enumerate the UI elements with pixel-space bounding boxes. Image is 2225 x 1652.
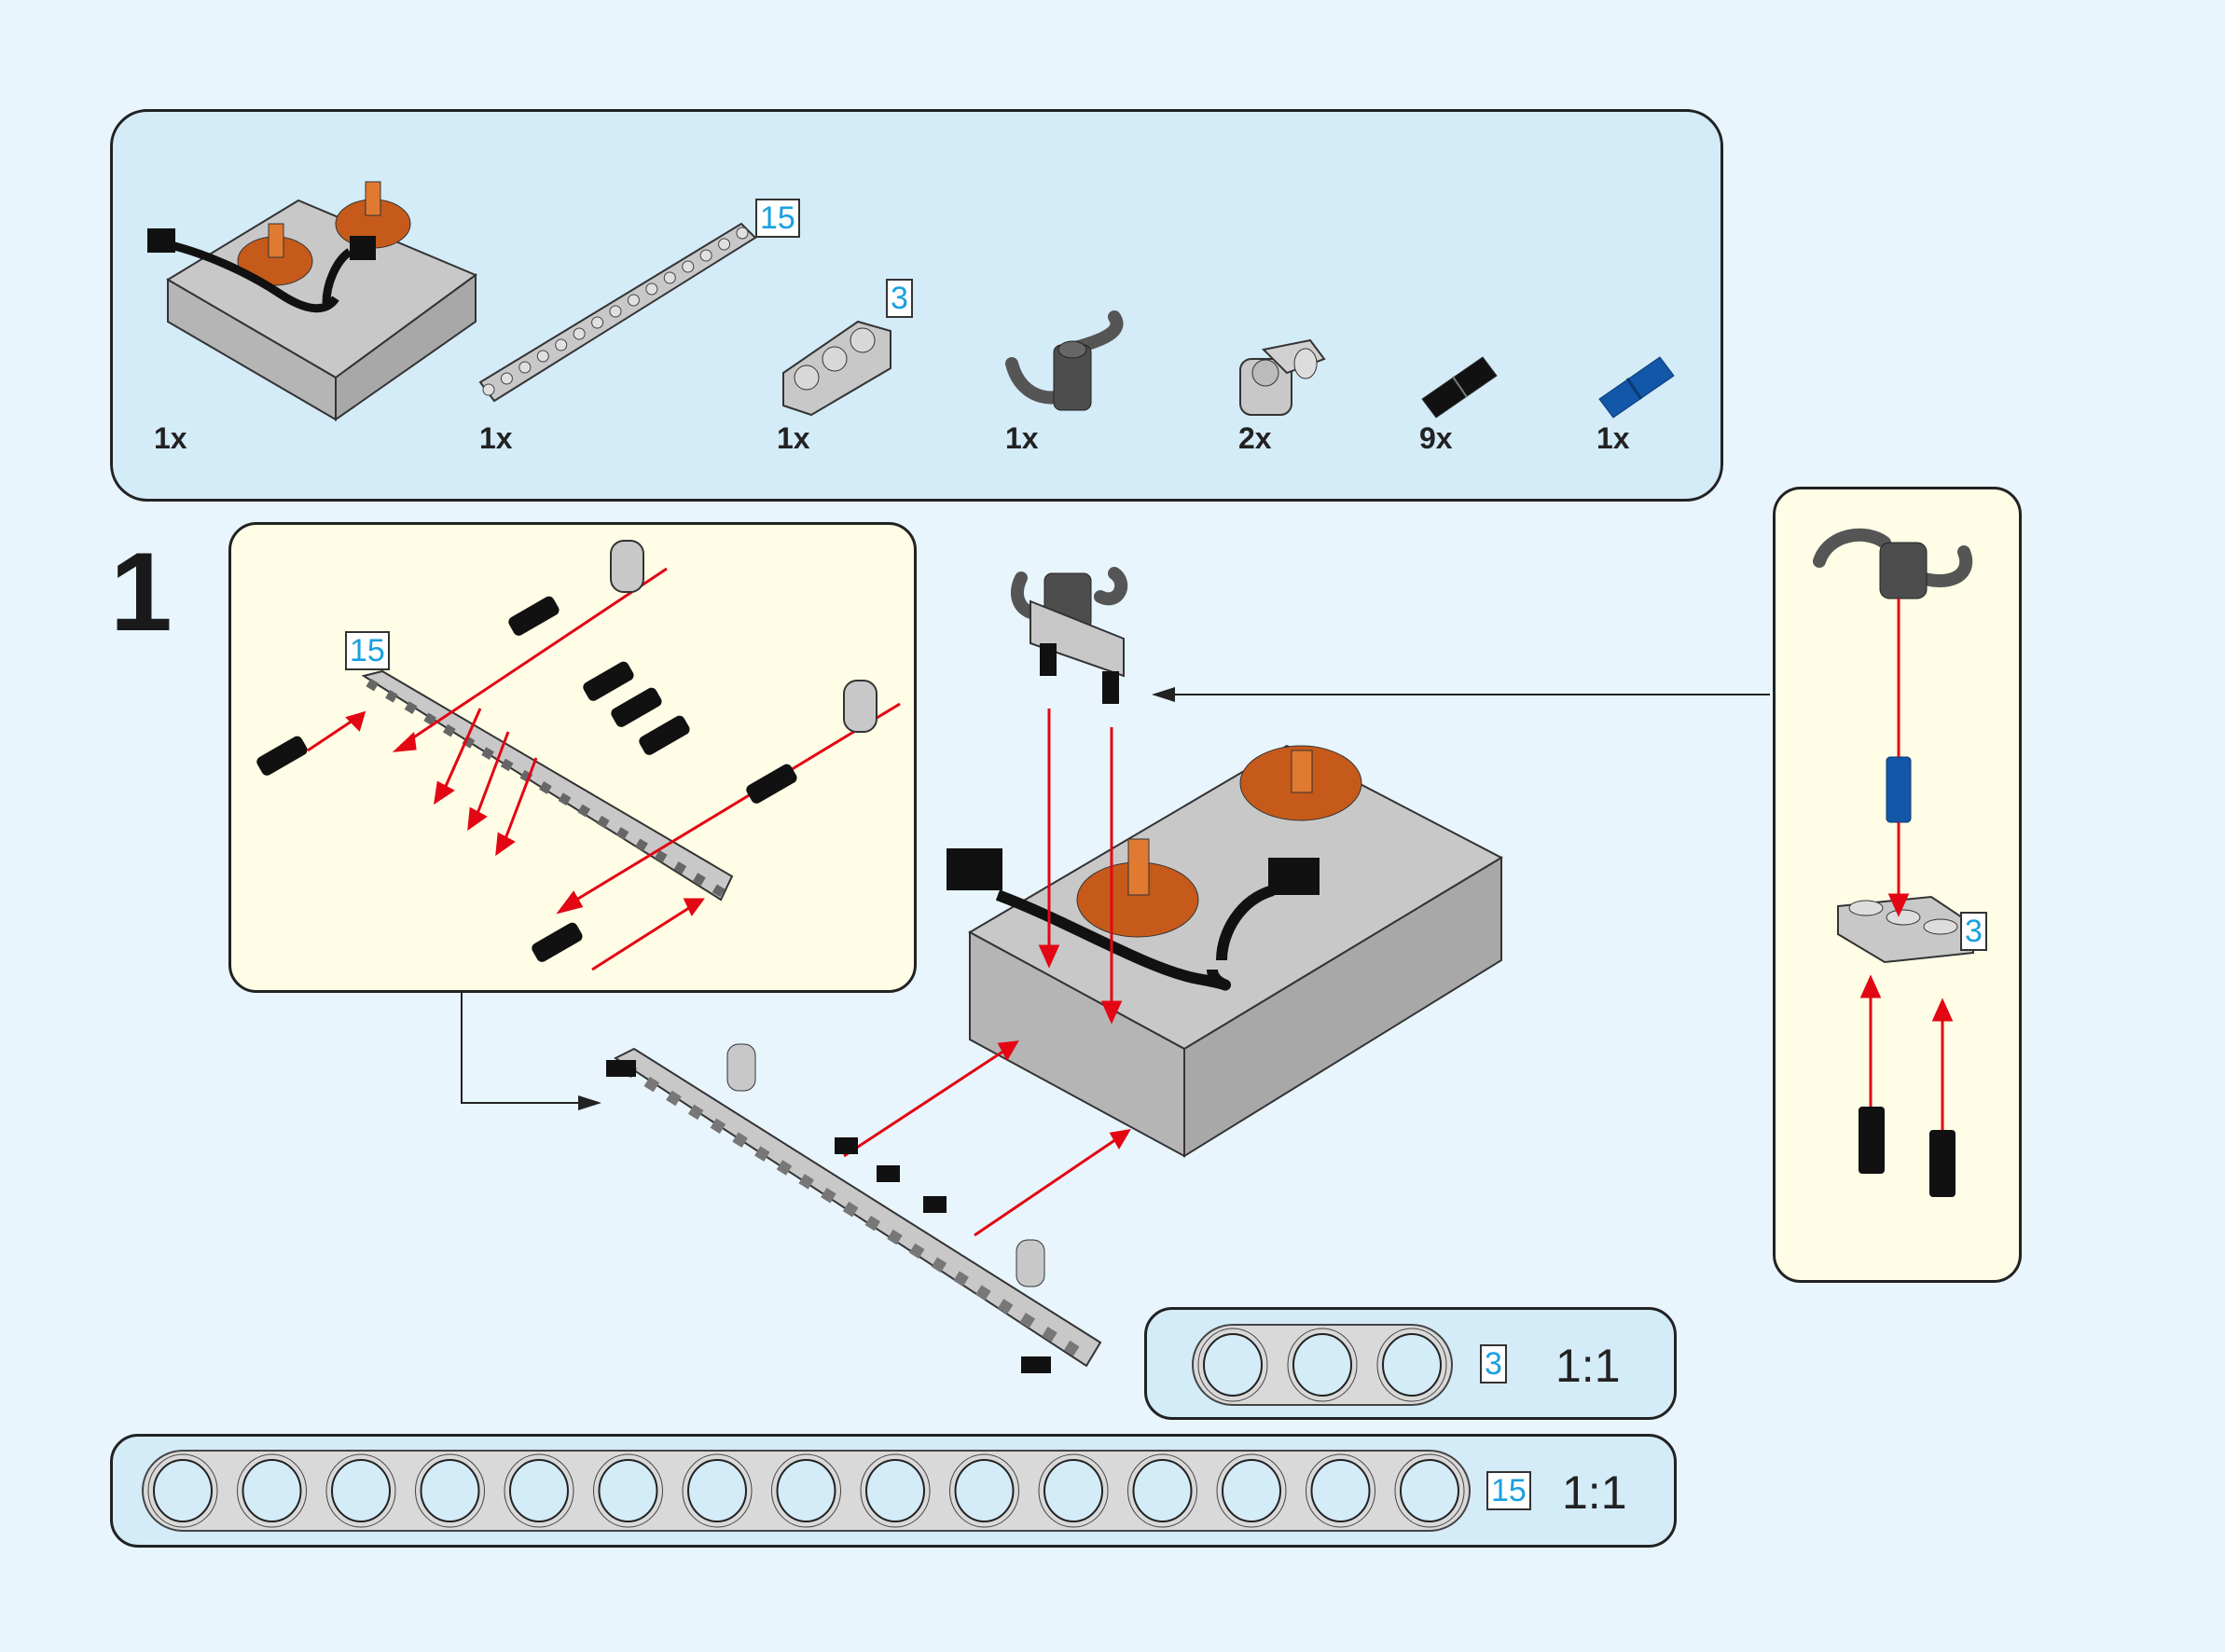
part-qty-motor-box: 1x [154,421,187,455]
beam-hole [609,305,622,318]
beam-hole-ring [593,1453,663,1528]
beam-hole [509,1459,569,1522]
beam-hole-ring [1287,1328,1358,1402]
beam-hole [627,294,640,307]
beam-hole [518,361,532,374]
part-qty-blue-axle-pin: 1x [1596,421,1630,455]
beam-hole [153,1459,213,1522]
beam-hole [1310,1459,1371,1522]
beam-15-part [478,222,757,403]
callout-hook-illustration [1813,528,1974,1197]
beam-hole [865,1459,925,1522]
scale-length-label-15: 15 [1486,1471,1531,1510]
beam-hole [1400,1459,1459,1522]
scale-ratio-beam15: 1:1 [1562,1466,1627,1519]
beam-hole [482,383,495,396]
beam-hole-ring [504,1453,574,1528]
callout-length-label-3: 3 [1960,912,1987,951]
main-beam15-subassembly [606,1043,1102,1373]
beam-hole-ring [1394,1453,1465,1528]
scale-ratio-beam3: 1:1 [1555,1340,1621,1392]
beam-hole [736,227,749,240]
beam-hole-ring [325,1453,396,1528]
callout-length-label-15: 15 [345,631,390,670]
beam-hole [1132,1459,1193,1522]
step-number: 1 [110,530,173,654]
scale-reference-beam15-drawing [142,1450,1471,1532]
part-qty-cross-block: 2x [1238,421,1272,455]
beam-3-part [782,320,891,417]
beam-hole [776,1459,836,1522]
part-qty-beam-3: 1x [777,421,810,455]
beam-hole [1382,1333,1442,1397]
beam-hole-ring [147,1453,218,1528]
cross-block-part [1239,338,1326,416]
beam-hole-ring [1376,1328,1447,1402]
beam-hole [645,282,658,296]
callout-beam15-illustration [256,540,901,971]
beam-hole-ring [415,1453,485,1528]
beam-hole-ring [860,1453,931,1528]
sub-assembly-callout-beam15 [228,522,917,993]
beam-hole [1222,1459,1281,1522]
beam-hole-ring [237,1453,307,1528]
beam-hole-ring [1038,1453,1109,1528]
scale-reference-beam3-drawing [1192,1324,1453,1406]
beam-hole-ring [1127,1453,1197,1528]
beam-hole-ring [949,1453,1019,1528]
beam-hole [536,350,549,363]
beam-hole [598,1459,658,1522]
beam-hole [682,260,695,273]
beam-hole [1292,1333,1352,1397]
beam-hole-ring [682,1453,753,1528]
part-length-label-15: 15 [755,199,800,238]
blue-axle-pin-part [1598,356,1675,419]
beam-hole [331,1459,391,1522]
part-length-label-3: 3 [886,279,913,318]
part-qty-beam-15: 1x [479,421,513,455]
beam-hole [242,1459,302,1522]
beam-hole-ring [771,1453,841,1528]
beam-hole [1203,1333,1263,1397]
beam-hole [687,1459,747,1522]
part-qty-hook-connector: 1x [1005,421,1039,455]
callout-connector-arrow-left [461,993,601,1110]
hook-connector-part [1005,310,1124,411]
beam-hole [500,372,513,385]
beam-hole [718,238,731,251]
beam-hole-ring [1306,1453,1375,1528]
beam-hole-ring [1197,1328,1268,1402]
beam-hole [954,1459,1015,1522]
beam-hole [555,338,568,351]
beam-hole [699,249,712,262]
beam-hole [663,271,676,284]
beam-hole [1043,1459,1103,1522]
scale-length-label-3: 3 [1480,1344,1507,1384]
beam-hole [420,1459,480,1522]
main-assembly-illustration [843,567,1770,1237]
beam-hole [573,327,586,340]
part-qty-black-friction-pin: 9x [1419,421,1453,455]
black-friction-pin-part [1421,356,1498,419]
motor-box-part [147,181,478,421]
beam-hole [591,316,604,329]
beam-hole-ring [1216,1453,1287,1528]
